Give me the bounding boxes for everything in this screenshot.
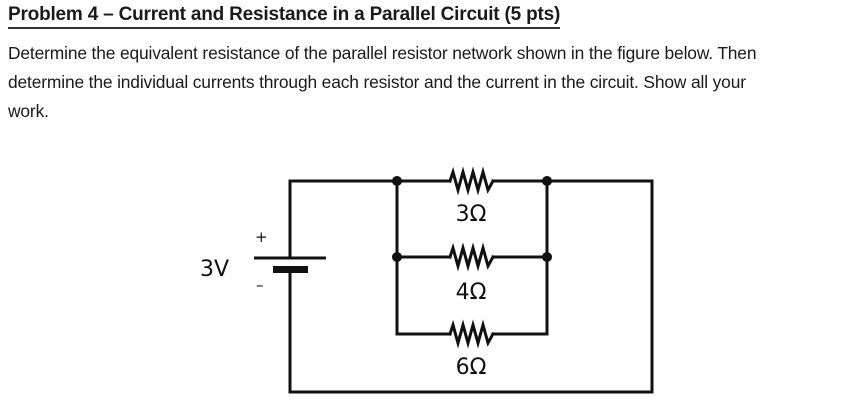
wire-top-right [288, 179, 654, 394]
minus-sign: – [256, 276, 264, 294]
problem-title: Problem 4 – Current and Resistance in a … [8, 4, 560, 29]
problem-statement: Determine the equivalent resistance of t… [8, 39, 856, 126]
resistor-6ohm [448, 319, 496, 349]
resistor-label-3ohm: 3Ω [456, 202, 487, 227]
statement-line-1: Determine the equivalent resistance of t… [8, 43, 757, 63]
statement-line-2: determine the individual currents throug… [8, 72, 746, 92]
resistor-label-6ohm: 6Ω [456, 355, 487, 380]
resistor-4ohm [448, 242, 496, 272]
wire-left-top [288, 179, 440, 260]
statement-line-3: work. [8, 101, 49, 121]
junction-dot [542, 252, 552, 262]
resistor-3ohm [448, 166, 496, 196]
junction-dot [542, 176, 552, 186]
junction-dot [392, 176, 402, 186]
battery-negative-plate [273, 266, 308, 273]
resistor-label-4ohm: 4Ω [456, 280, 487, 305]
junction-dot [392, 252, 402, 262]
plus-sign: + [255, 228, 268, 246]
voltage-label: 3V [200, 257, 229, 282]
